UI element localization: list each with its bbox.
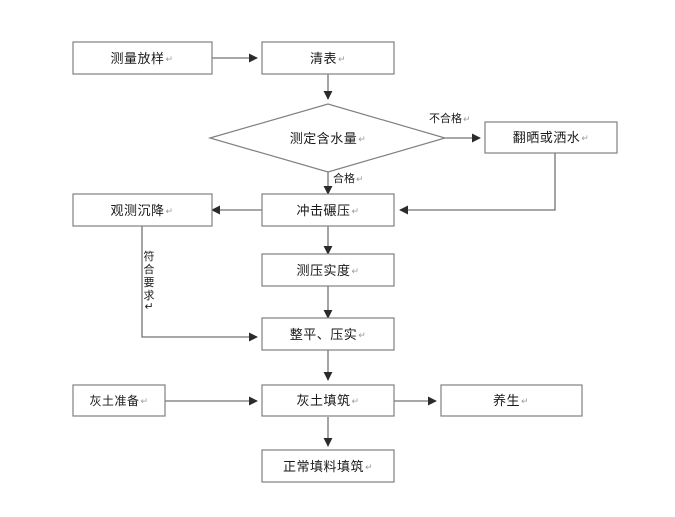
node-limesoil-filling-shape (261, 384, 395, 417)
node-site-clearing-shape (261, 41, 395, 75)
edge-label-meets-requirement-group: 符 合 要 求 ↵ (144, 250, 155, 313)
node-dry-or-spray-water-shape (484, 121, 618, 154)
svg-text:清表↵: 清表↵ (310, 52, 346, 67)
node-limesoil-filling-mark: ↵ (351, 397, 359, 407)
node-site-clearing[interactable]: 清表↵ (261, 41, 395, 75)
node-moisture-test-mark: ↵ (358, 135, 366, 145)
node-settlement-observation-mark: ↵ (165, 207, 173, 217)
svg-text:翻晒或洒水↵: 翻晒或洒水↵ (513, 131, 590, 146)
node-impact-rolling-shape (261, 193, 395, 227)
node-compaction-degree-test-shape (261, 253, 395, 287)
svg-text:灰土填筑↵: 灰土填筑↵ (296, 393, 359, 409)
node-leveling-compaction-label: 整平、压实 (290, 328, 358, 343)
node-impact-rolling[interactable]: 冲击碾压↵ (261, 193, 395, 227)
edge-label-fail-mark: ↵ (463, 115, 471, 125)
svg-text:测压实度↵: 测压实度↵ (296, 263, 359, 279)
node-limesoil-filling[interactable]: 灰土填筑↵ (261, 384, 395, 417)
node-site-clearing-label: 清表 (310, 52, 337, 67)
node-impact-rolling-mark: ↵ (351, 207, 359, 217)
svg-text:冲击碾压↵: 冲击碾压↵ (296, 204, 359, 219)
edge-label-fail: 不合格 (429, 111, 462, 125)
node-settlement-observation-shape (72, 193, 213, 227)
node-limesoil-preparation-shape (72, 384, 166, 417)
svg-text:正常填料填筑↵: 正常填料填筑↵ (283, 459, 373, 475)
edge-dryspray-to-rolling (399, 152, 556, 215)
node-limesoil-preparation-label: 灰土准备 (89, 394, 139, 408)
node-normal-material-filling[interactable]: 正常填料填筑↵ (261, 449, 395, 483)
node-leveling-compaction-mark: ↵ (358, 331, 366, 341)
node-measurement-layout-shape (72, 41, 213, 75)
node-compaction-degree-test[interactable]: 测压实度↵ (261, 253, 395, 287)
node-normal-material-filling-mark: ↵ (365, 463, 373, 473)
svg-text:观测沉降↵: 观测沉降↵ (110, 204, 173, 219)
edge-label-pass: 合格 (333, 171, 355, 185)
node-measurement-layout-mark: ↵ (165, 55, 173, 65)
node-moisture-test-shape (207, 103, 448, 173)
edge-label-meets-requirement-mark: ↵ (144, 300, 153, 313)
node-curing-label: 养生 (493, 393, 520, 409)
svg-text:测量放样↵: 测量放样↵ (110, 52, 173, 67)
node-moisture-test-label: 测定含水量 (290, 131, 358, 147)
node-limesoil-preparation-mark: ↵ (140, 397, 148, 407)
edge-label-meets-requirement-char-3: 求 (144, 289, 155, 302)
node-leveling-compaction[interactable]: 整平、压实↵ (261, 317, 395, 351)
svg-text:测定含水量↵: 测定含水量↵ (290, 131, 367, 147)
svg-text:养生↵: 养生↵ (493, 393, 529, 409)
node-site-clearing-mark: ↵ (338, 55, 346, 65)
node-impact-rolling-label: 冲击碾压 (296, 204, 350, 219)
node-leveling-compaction-shape (261, 317, 395, 351)
node-moisture-test[interactable]: 测定含水量↵ (207, 103, 448, 173)
edge-label-meets-requirement-char-2: 要 (144, 276, 155, 289)
svg-text:整平、压实↵: 整平、压实↵ (290, 328, 367, 343)
node-curing-mark: ↵ (521, 397, 529, 407)
edge-label-fail-group: 不合格↵ (429, 111, 471, 125)
node-limesoil-preparation[interactable]: 灰土准备↵ (72, 384, 166, 417)
node-normal-material-filling-label: 正常填料填筑 (283, 459, 364, 475)
node-dry-or-spray-water[interactable]: 翻晒或洒水↵ (484, 121, 618, 154)
node-settlement-observation-label: 观测沉降 (110, 204, 164, 219)
node-measurement-layout[interactable]: 测量放样↵ (72, 41, 213, 75)
svg-text:灰土准备↵: 灰土准备↵ (89, 394, 148, 408)
node-dry-or-spray-water-mark: ↵ (581, 134, 589, 144)
node-limesoil-filling-label: 灰土填筑 (296, 393, 350, 409)
edge-label-meets-requirement-char-1: 合 (144, 262, 155, 276)
node-settlement-observation[interactable]: 观测沉降↵ (72, 193, 213, 227)
node-compaction-degree-test-mark: ↵ (351, 267, 359, 277)
edge-settlement-to-leveling (141, 226, 258, 342)
edge-label-pass-group: 合格↵ (333, 171, 364, 185)
node-normal-material-filling-shape (261, 449, 395, 483)
edge-label-meets-requirement-char-0: 符 (144, 250, 155, 263)
node-curing[interactable]: 养生↵ (440, 384, 583, 417)
node-curing-shape (440, 384, 583, 417)
node-compaction-degree-test-label: 测压实度 (296, 263, 350, 279)
edge-label-pass-mark: ↵ (356, 175, 364, 185)
node-measurement-layout-label: 测量放样 (110, 52, 164, 67)
node-dry-or-spray-water-label: 翻晒或洒水 (513, 131, 581, 146)
